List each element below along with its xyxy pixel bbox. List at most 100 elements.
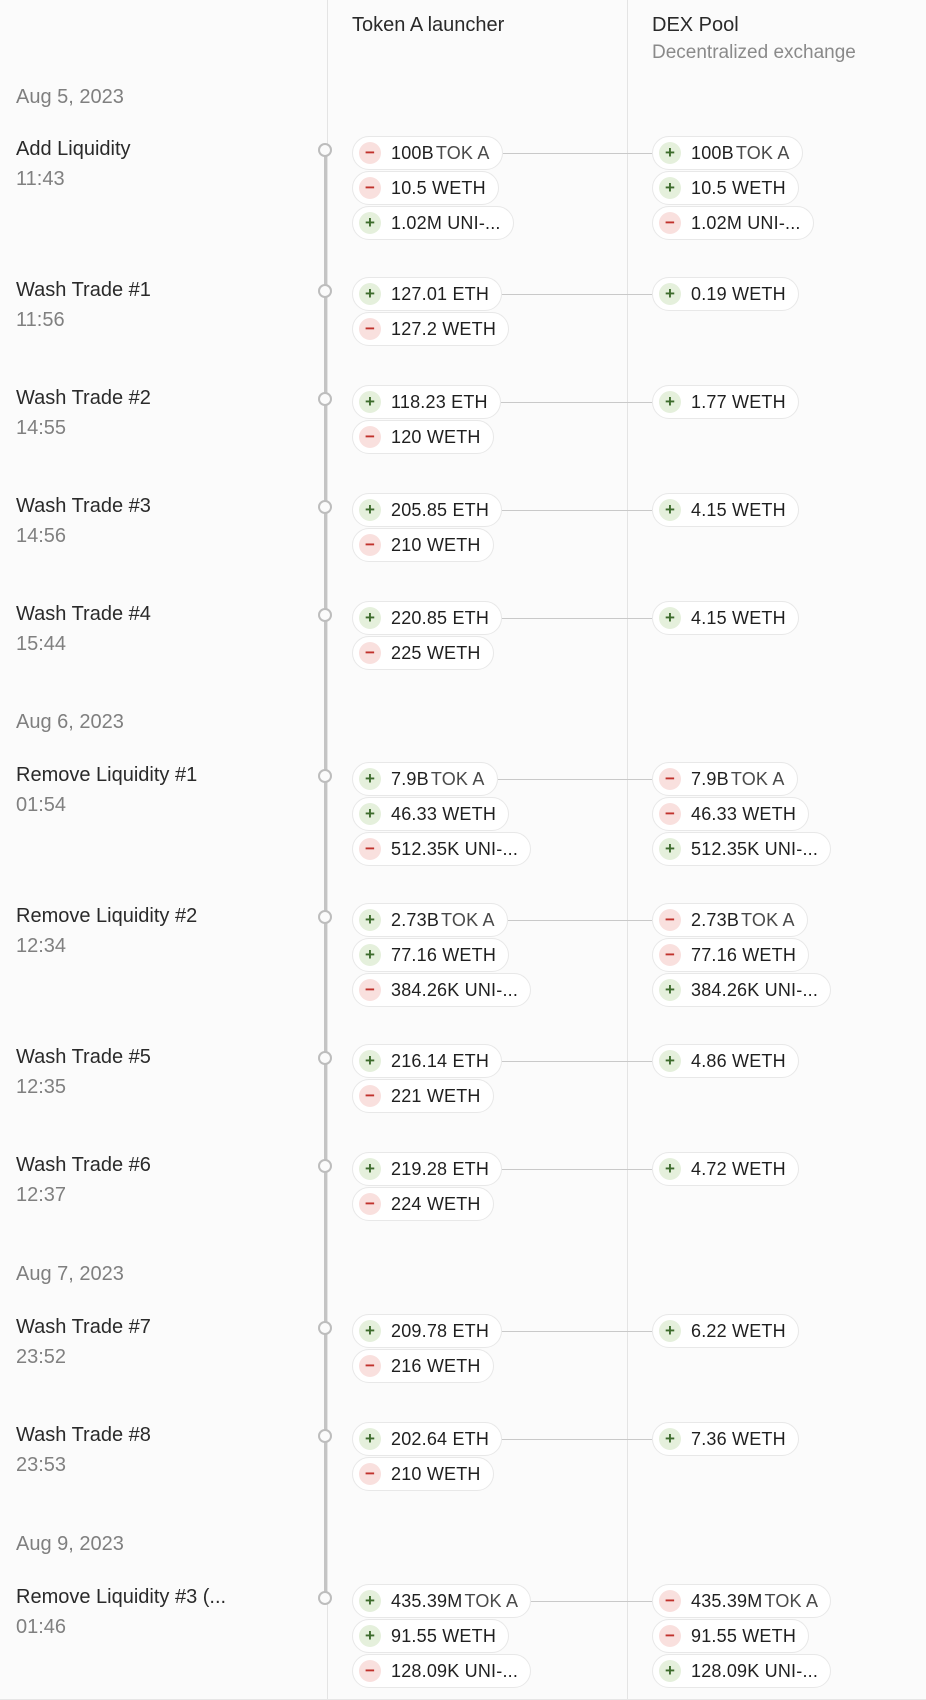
transfer-amount: 2.73B <box>691 909 740 930</box>
transfer-connector <box>502 294 652 295</box>
right-transfer-pill[interactable]: +6.22 WETH <box>652 1314 799 1348</box>
event-title[interactable]: Remove Liquidity #1 <box>16 764 198 786</box>
right-transfer-pill[interactable]: −91.55 WETH <box>652 1619 810 1653</box>
right-transfer-pill[interactable]: +4.15 WETH <box>652 601 799 635</box>
transfer-amount: 1.02M UNI-... <box>391 212 501 233</box>
left-transfer-pill[interactable]: +202.64 ETH <box>352 1422 503 1456</box>
right-transfer-pill[interactable]: +512.35K UNI-... <box>652 832 832 866</box>
right-transfer-pill[interactable]: +4.72 WETH <box>652 1152 799 1186</box>
plus-icon: + <box>659 1660 681 1682</box>
event-time: 23:52 <box>16 1346 67 1368</box>
left-transfer-pill[interactable]: −210 WETH <box>352 528 494 562</box>
event-time: 14:56 <box>16 525 67 547</box>
minus-icon: − <box>359 426 381 448</box>
right-transfer-pill[interactable]: −77.16 WETH <box>652 938 810 972</box>
left-transfer-pill[interactable]: +220.85 ETH <box>352 601 503 635</box>
left-transfer-pill[interactable]: +118.23 ETH <box>352 385 501 419</box>
event-title[interactable]: Wash Trade #5 <box>16 1046 151 1068</box>
timeline-node-icon <box>318 284 332 298</box>
left-transfer-pill[interactable]: −128.09K UNI-... <box>352 1654 532 1688</box>
transfer-token: TOK A <box>464 1590 519 1611</box>
plus-icon: + <box>659 391 681 413</box>
left-transfer-pill[interactable]: −210 WETH <box>352 1457 494 1491</box>
transfer-amount: 219.28 ETH <box>391 1158 490 1179</box>
left-transfer-pill[interactable]: +216.14 ETH <box>352 1044 503 1078</box>
event-title[interactable]: Wash Trade #6 <box>16 1154 151 1176</box>
left-transfer-pill[interactable]: +77.16 WETH <box>352 938 510 972</box>
transfer-token: TOK A <box>441 909 495 930</box>
event-title[interactable]: Wash Trade #4 <box>16 603 151 625</box>
left-transfer-pill[interactable]: −221 WETH <box>352 1079 494 1113</box>
right-transfer-pill[interactable]: +10.5 WETH <box>652 171 799 205</box>
minus-icon: − <box>659 1590 681 1612</box>
left-transfer-pill[interactable]: +127.01 ETH <box>352 277 503 311</box>
event-title[interactable]: Wash Trade #3 <box>16 495 151 517</box>
right-transfer-pill[interactable]: +0.19 WETH <box>652 277 799 311</box>
event-title[interactable]: Wash Trade #8 <box>16 1424 151 1446</box>
transfer-connector <box>531 1601 652 1602</box>
minus-icon: − <box>659 768 681 790</box>
minus-icon: − <box>659 212 681 234</box>
transfer-amount: 216 WETH <box>391 1355 481 1376</box>
date-header: Aug 7, 2023 <box>16 1263 124 1285</box>
event-title[interactable]: Add Liquidity <box>16 138 131 160</box>
column-divider-right <box>627 0 628 1700</box>
left-transfer-pill[interactable]: −127.2 WETH <box>352 312 510 346</box>
event-time: 14:55 <box>16 417 67 439</box>
transfer-amount: 225 WETH <box>391 642 481 663</box>
right-transfer-pill[interactable]: −46.33 WETH <box>652 797 810 831</box>
transfer-amount: 384.26K UNI-... <box>391 979 519 1000</box>
left-transfer-pill[interactable]: −120 WETH <box>352 420 494 454</box>
left-transfer-pill[interactable]: −225 WETH <box>352 636 494 670</box>
transfer-amount: 435.39M <box>391 1590 463 1611</box>
right-transfer-pill[interactable]: +384.26K UNI-... <box>652 973 832 1007</box>
event-title[interactable]: Wash Trade #1 <box>16 279 151 301</box>
left-transfer-pill[interactable]: −216 WETH <box>352 1349 494 1383</box>
left-transfer-pill[interactable]: −10.5 WETH <box>352 171 499 205</box>
event-time: 11:56 <box>16 309 65 331</box>
pool-column-subtitle: Decentralized exchange <box>652 42 856 63</box>
left-transfer-pill[interactable]: +1.02M UNI-... <box>352 206 514 240</box>
timeline-node-icon <box>318 769 332 783</box>
transfer-amount: 7.36 WETH <box>691 1428 786 1449</box>
right-transfer-pill[interactable]: +4.86 WETH <box>652 1044 799 1078</box>
transfer-amount: 202.64 ETH <box>391 1428 490 1449</box>
left-transfer-pill[interactable]: −384.26K UNI-... <box>352 973 532 1007</box>
transfer-token: TOK A <box>730 768 785 789</box>
left-transfer-pill[interactable]: −224 WETH <box>352 1187 494 1221</box>
left-transfer-pill[interactable]: +209.78 ETH <box>352 1314 503 1348</box>
right-transfer-pill[interactable]: +7.36 WETH <box>652 1422 799 1456</box>
right-transfer-pill[interactable]: −1.02M UNI-... <box>652 206 814 240</box>
event-title[interactable]: Remove Liquidity #2 <box>16 905 198 927</box>
left-transfer-pill[interactable]: −512.35K UNI-... <box>352 832 532 866</box>
right-transfer-pill[interactable]: +4.15 WETH <box>652 493 799 527</box>
event-title[interactable]: Wash Trade #2 <box>16 387 151 409</box>
event-title[interactable]: Remove Liquidity #3 (... <box>16 1586 227 1608</box>
right-transfer-pill[interactable]: +1.77 WETH <box>652 385 799 419</box>
left-transfer-pill[interactable]: +219.28 ETH <box>352 1152 503 1186</box>
plus-icon: + <box>359 391 381 413</box>
event-title[interactable]: Wash Trade #7 <box>16 1316 151 1338</box>
left-transfer-pill[interactable]: +91.55 WETH <box>352 1619 510 1653</box>
minus-icon: − <box>359 838 381 860</box>
event-time: 12:34 <box>16 935 67 957</box>
plus-icon: + <box>359 1625 381 1647</box>
transfer-token: TOK A <box>430 768 485 789</box>
transfer-connector <box>498 779 652 780</box>
left-transfer-pill[interactable]: +205.85 ETH <box>352 493 503 527</box>
left-transfer-pill[interactable]: +46.33 WETH <box>352 797 510 831</box>
right-transfer-pill[interactable]: +128.09K UNI-... <box>652 1654 832 1688</box>
minus-icon: − <box>659 1625 681 1647</box>
transfer-amount: 77.16 WETH <box>691 944 797 965</box>
transfer-amount: 512.35K UNI-... <box>391 838 519 859</box>
transfer-amount: 46.33 WETH <box>691 803 797 824</box>
plus-icon: + <box>359 1050 381 1072</box>
